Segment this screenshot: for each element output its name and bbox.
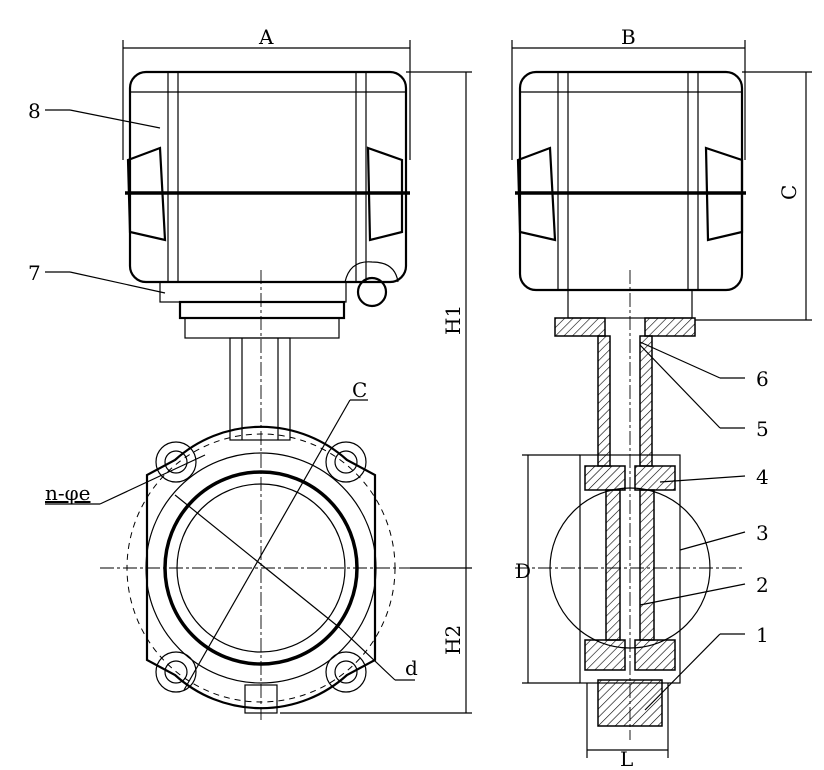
part-8: 8 xyxy=(28,99,41,123)
dim-d: D xyxy=(515,559,531,583)
front-actuator xyxy=(125,70,410,441)
part-3: 3 xyxy=(756,521,769,545)
side-view xyxy=(515,70,746,740)
part-2: 2 xyxy=(756,573,769,597)
front-valve-body xyxy=(45,270,415,720)
part-6: 6 xyxy=(756,367,769,391)
dim-small-d: d xyxy=(405,656,418,680)
dim-c-diameter: C xyxy=(352,378,367,402)
part-1: 1 xyxy=(756,623,769,647)
part-5: 5 xyxy=(756,417,769,441)
dim-a: A xyxy=(258,25,274,49)
dim-holes: n-φe xyxy=(45,481,90,505)
dim-l: L xyxy=(620,747,633,770)
dimension-lines xyxy=(45,40,812,758)
part-4: 4 xyxy=(756,465,769,489)
part-7: 7 xyxy=(28,261,41,285)
dim-c-height: C xyxy=(777,185,801,200)
dim-h2: H2 xyxy=(441,625,465,655)
dim-b: B xyxy=(621,25,636,49)
dim-h1: H1 xyxy=(441,305,465,335)
